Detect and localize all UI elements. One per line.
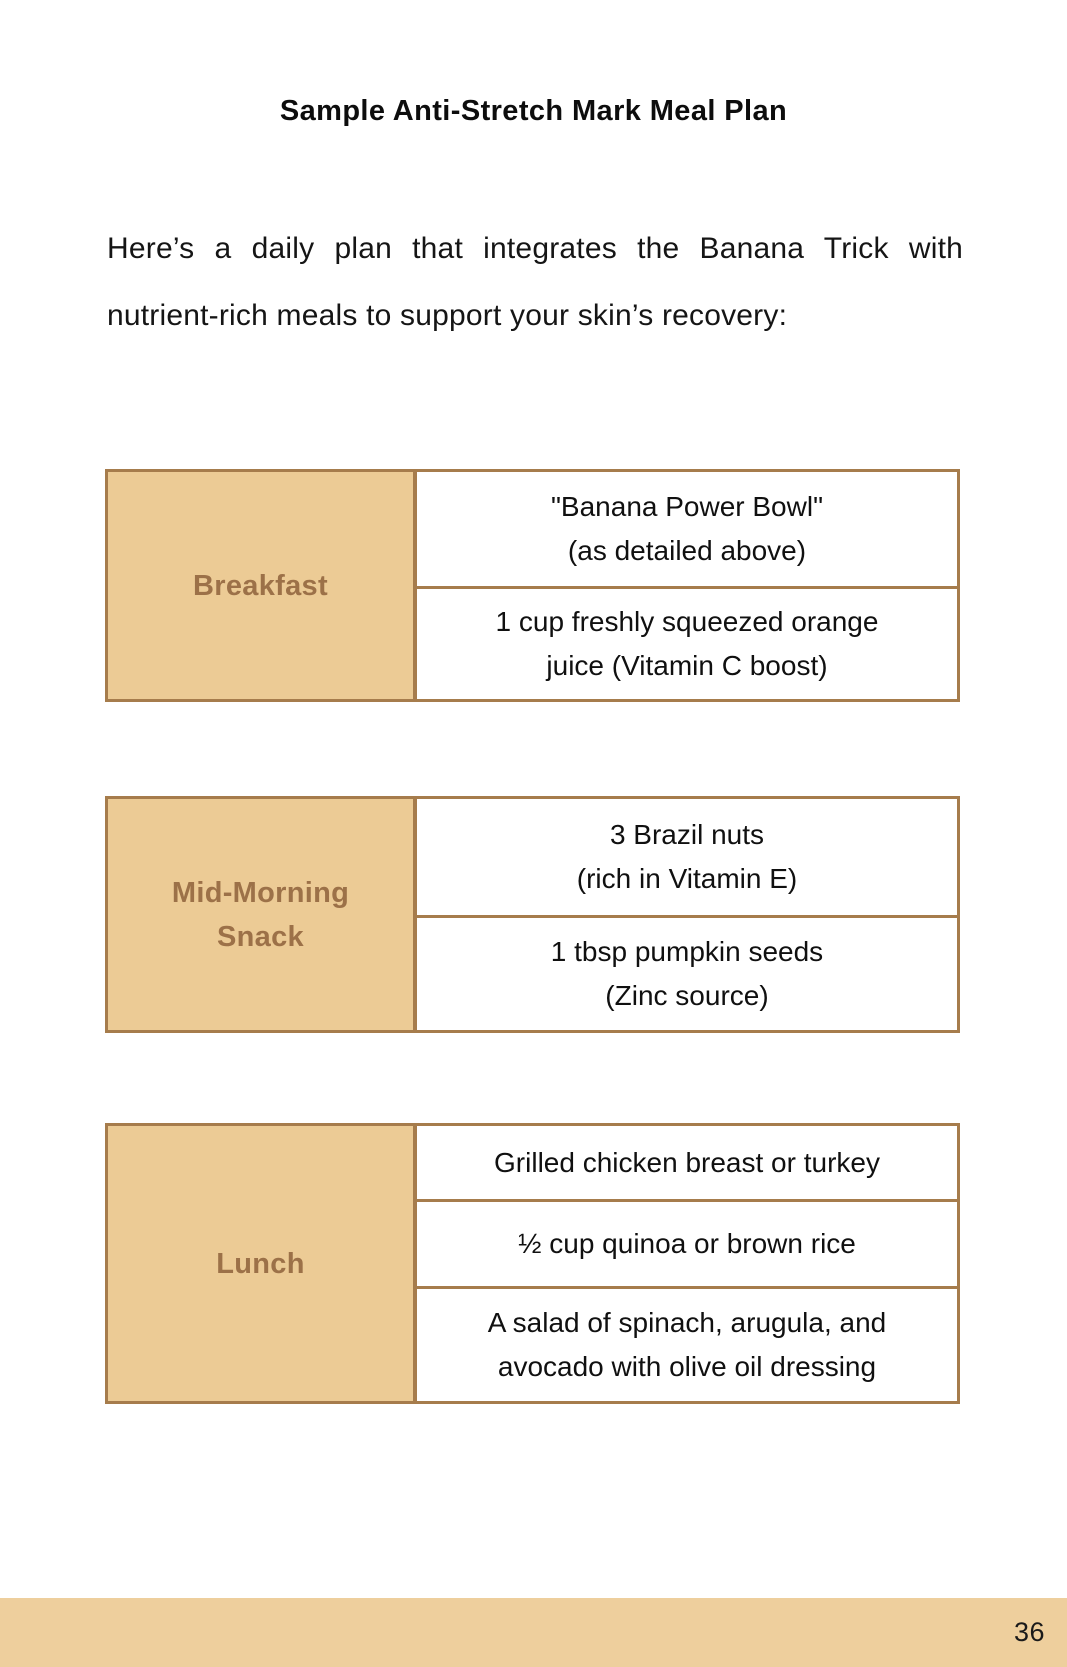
meal-label-mid-morning-snack: Mid-Morning Snack: [108, 799, 417, 1030]
meal-item: 3 Brazil nuts (rich in Vitamin E): [576, 818, 798, 894]
meal-table-lunch: Lunch Grilled chicken breast or turkey ½…: [105, 1123, 960, 1404]
page-number: 36: [1013, 1617, 1045, 1647]
intro-line-1: Here’s a daily plan that integrates the …: [107, 232, 963, 265]
meal-item: 1 cup freshly squeezed orange juice (Vit…: [417, 585, 957, 700]
page-title: Sample Anti-Stretch Mark Meal Plan: [279, 95, 788, 127]
meal-item: "Banana Power Bowl" (as detailed above): [550, 490, 824, 566]
footer-bar: 36: [0, 1598, 1067, 1667]
meal-item: Grilled chicken breast or turkey: [494, 1146, 880, 1178]
meal-table-breakfast: Breakfast "Banana Power Bowl" (as detail…: [105, 469, 960, 702]
meal-item: ½ cup quinoa or brown rice: [417, 1199, 957, 1285]
meal-item: A salad of spinach, arugula, and avocado…: [417, 1285, 957, 1401]
meal-table-mid-morning-snack: Mid-Morning Snack 3 Brazil nuts (rich in…: [105, 796, 960, 1033]
meal-label-lunch: Lunch: [108, 1126, 417, 1401]
meal-item: 1 tbsp pumpkin seeds (Zinc source): [417, 914, 957, 1031]
intro-line-2: nutrient-rich meals to support your skin…: [107, 299, 788, 332]
meal-label-breakfast: Breakfast: [108, 472, 417, 699]
